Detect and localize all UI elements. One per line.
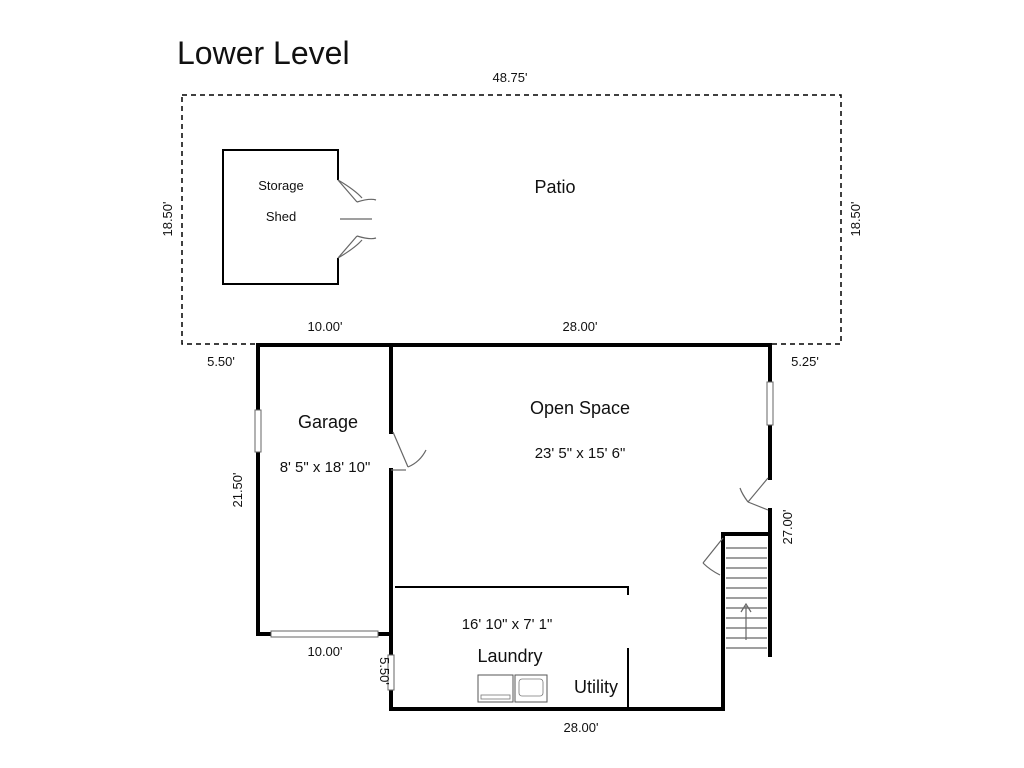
plan-title: Lower Level: [177, 35, 350, 71]
stairs: [726, 547, 767, 649]
dim-open-top: 28.00': [562, 319, 597, 334]
dim-garage-left: 21.50': [230, 472, 245, 507]
utility-label: Utility: [574, 677, 618, 697]
storage-label-2: Shed: [266, 209, 296, 224]
open-space-size: 23' 5" x 15' 6": [535, 445, 626, 462]
dim-laundry-left: 5.50': [377, 657, 392, 685]
dim-left-offset: 5.50': [207, 354, 235, 369]
laundry-size: 16' 10" x 7' 1": [462, 616, 553, 633]
dim-patio-left: 18.50': [160, 201, 175, 236]
storage-shed: [222, 149, 377, 285]
doors: [391, 431, 769, 576]
open-space-label: Open Space: [530, 398, 630, 418]
washer-dryer: [477, 674, 548, 703]
dim-patio-top: 48.75': [492, 70, 527, 85]
dim-garage-bottom: 10.00': [307, 644, 342, 659]
dim-patio-right: 18.50': [848, 201, 863, 236]
dim-bottom: 28.00': [563, 720, 598, 735]
walls: [256, 343, 772, 711]
windows: [254, 381, 774, 691]
laundry-label: Laundry: [477, 646, 542, 666]
dim-right-side: 27.00': [780, 509, 795, 544]
patio-label: Patio: [534, 177, 575, 197]
garage-label: Garage: [298, 412, 358, 432]
dim-right-offset: 5.25': [791, 354, 819, 369]
garage-size: 8' 5" x 18' 10": [280, 459, 371, 476]
storage-label-1: Storage: [258, 178, 304, 193]
dim-garage-top: 10.00': [307, 319, 342, 334]
